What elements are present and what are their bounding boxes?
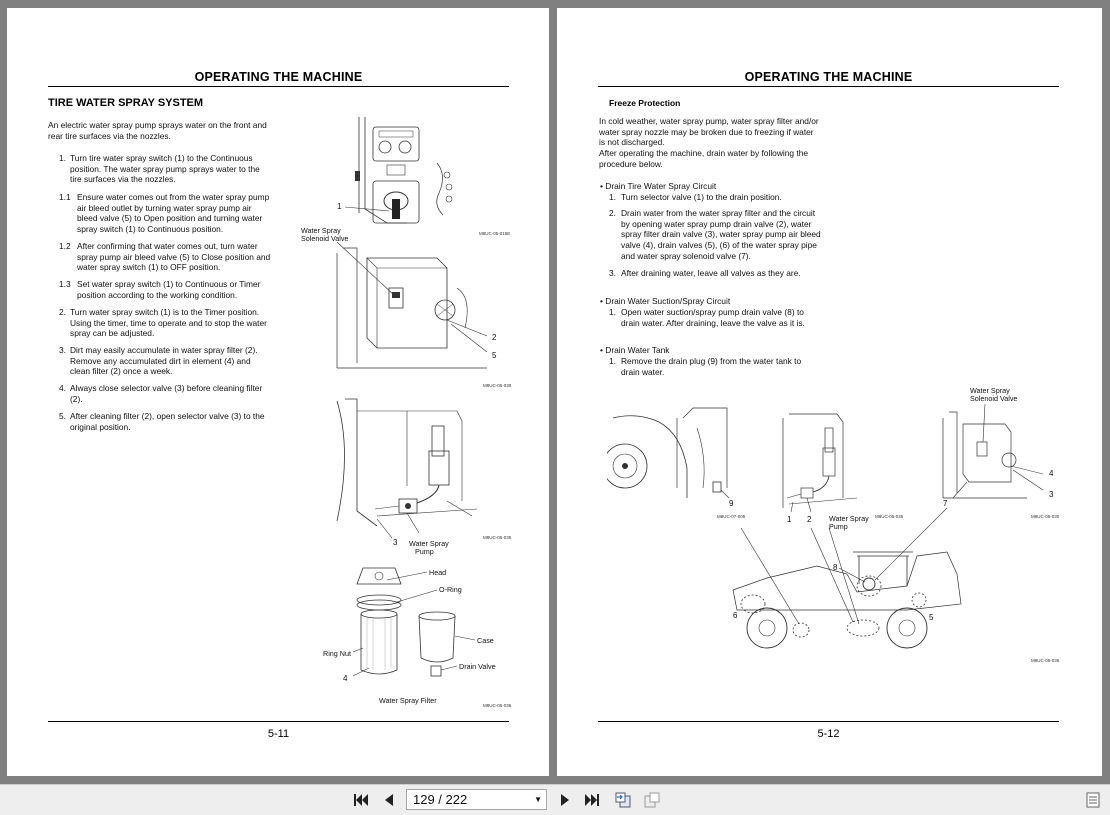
- svg-text:9: 9: [729, 499, 734, 508]
- svg-text:Ring Nut: Ring Nut: [323, 649, 351, 658]
- prev-page-icon[interactable]: [380, 791, 398, 809]
- first-page-icon[interactable]: [352, 791, 370, 809]
- svg-text:M8UC-05-030: M8UC-05-030: [483, 383, 512, 388]
- g1-step-1: 1. Turn selector valve (1) to the drain …: [609, 192, 782, 202]
- svg-text:M8UC-07-005: M8UC-07-005: [717, 514, 746, 519]
- page-header: OPERATING THE MACHINE: [598, 70, 1059, 87]
- svg-text:8: 8: [833, 563, 838, 572]
- svg-text:3: 3: [1049, 490, 1054, 499]
- chevron-down-icon: ▼: [534, 795, 542, 804]
- callout-1: 1: [337, 202, 342, 211]
- svg-text:Water Spray Filter: Water Spray Filter: [379, 696, 437, 705]
- detail-solenoid-valve: Water Spray Solenoid Valve 4 3 7 M8UC-05…: [942, 386, 1060, 519]
- menu-icon[interactable]: [1084, 791, 1102, 809]
- figure-water-filter: Head O-Ring Case Ring Nut 4 Drain Valve …: [323, 567, 512, 708]
- g3-step-1: 1. Remove the drain plug (9) from the wa…: [609, 356, 802, 377]
- intro-paragraph: An electric water spray pump sprays wate…: [48, 120, 267, 141]
- svg-text:5: 5: [492, 351, 497, 360]
- bullet-drain-tire-circuit: • Drain Tire Water Spray Circuit: [600, 181, 717, 191]
- svg-text:M8UC-05-035: M8UC-05-035: [875, 514, 904, 519]
- back-view-icon[interactable]: [614, 791, 632, 809]
- g1-step-3: 3. After draining water, leave all valve…: [609, 268, 801, 278]
- viewer-toolbar: 129 / 222 ▼: [0, 784, 1110, 815]
- detail-pump-drain-valves: 1 2 Water Spray Pump M8UC-05-035: [782, 413, 904, 531]
- detail-tire-drain-plug: 9 M8UC-07-005: [607, 407, 746, 519]
- figure-water-pump: 3 Water Spray Pump M8UC-05-035: [336, 398, 512, 556]
- step-3: 3. Dirt may easily accumulate in water s…: [59, 345, 258, 377]
- svg-text:Water Spray: Water Spray: [970, 386, 1010, 395]
- figure-code: M8UC-05-015E: [479, 231, 510, 236]
- svg-text:Pump: Pump: [415, 547, 434, 556]
- svg-text:Drain Valve: Drain Valve: [459, 662, 496, 671]
- bullet-drain-suction-circuit: • Drain Water Suction/Spray Circuit: [600, 296, 731, 306]
- machine-side-view: 8 6 5 M8UC-05-036: [732, 507, 1060, 663]
- last-page-icon[interactable]: [583, 791, 601, 809]
- intro-paragraph: In cold weather, water spray pump, water…: [599, 116, 819, 169]
- figure-switch-panel: 1 M8UC-05-015E: [337, 117, 510, 236]
- svg-text:Water Spray: Water Spray: [301, 226, 341, 235]
- svg-text:Solenoid Valve: Solenoid Valve: [970, 394, 1017, 403]
- svg-text:5: 5: [929, 613, 934, 622]
- step-1: 1. Turn tire water spray switch (1) to t…: [59, 153, 260, 185]
- svg-text:Head: Head: [429, 568, 446, 577]
- svg-text:2: 2: [492, 333, 497, 342]
- right-page: OPERATING THE MACHINE Freeze Protection …: [557, 8, 1102, 776]
- section-title: TIRE WATER SPRAY SYSTEM: [48, 97, 204, 109]
- left-page: OPERATING THE MACHINE TIRE WATER SPRAY S…: [7, 8, 549, 776]
- step-5: 5. After cleaning filter (2), open selec…: [59, 411, 265, 432]
- svg-text:7: 7: [943, 499, 948, 508]
- g1-step-2: 2. Drain water from the water spray filt…: [609, 208, 821, 261]
- forward-view-icon[interactable]: [643, 791, 661, 809]
- svg-text:Case: Case: [477, 636, 494, 645]
- svg-text:6: 6: [733, 611, 738, 620]
- step-2: 2. Turn water spray switch (1) is to the…: [59, 307, 267, 339]
- figure-solenoid-valve: Water Spray Solenoid Valve 2 5 M8UC-05-0…: [301, 226, 512, 388]
- svg-text:4: 4: [1049, 469, 1054, 478]
- svg-text:2: 2: [807, 515, 812, 524]
- svg-text:M8UC-05-035: M8UC-05-035: [483, 535, 512, 540]
- footer-rule: [48, 721, 509, 722]
- step-1-3: 1.3 Set water spray switch (1) to Contin…: [59, 279, 261, 300]
- svg-text:1: 1: [787, 515, 792, 524]
- footer-rule: [598, 721, 1059, 722]
- svg-text:Water Spray: Water Spray: [829, 514, 869, 523]
- svg-text:M8UC-05-030: M8UC-05-030: [1031, 514, 1060, 519]
- bullet-drain-tank: • Drain Water Tank: [600, 345, 670, 355]
- step-4: 4. Always close selector valve (3) befor…: [59, 383, 263, 404]
- svg-text:4: 4: [343, 674, 348, 683]
- next-page-icon[interactable]: [556, 791, 574, 809]
- page-number: 5-12: [817, 728, 840, 740]
- svg-text:Water Spray: Water Spray: [409, 539, 449, 548]
- page-header: OPERATING THE MACHINE: [48, 70, 509, 87]
- g2-step-1: 1. Open water suction/spray pump drain v…: [609, 307, 805, 328]
- step-1-1: 1.1 Ensure water comes out from the wate…: [59, 192, 270, 235]
- step-1-2: 1.2 After confirming that water comes ou…: [59, 241, 271, 273]
- page-number-select[interactable]: 129 / 222 ▼: [406, 789, 547, 810]
- page-indicator: 129 / 222: [413, 792, 468, 807]
- section-subtitle: Freeze Protection: [609, 98, 681, 108]
- svg-text:Pump: Pump: [829, 522, 848, 531]
- svg-text:M8UC-05-036: M8UC-05-036: [1031, 658, 1060, 663]
- svg-text:M8UC-05-036: M8UC-05-036: [483, 703, 512, 708]
- svg-text:O-Ring: O-Ring: [439, 585, 462, 594]
- svg-text:Solenoid Valve: Solenoid Valve: [301, 234, 348, 243]
- svg-text:3: 3: [393, 538, 398, 547]
- figure-drain-locations: 9 M8UC-07-005 1 2 Water Spray Pump M8UC-…: [607, 386, 1060, 663]
- page-number: 5-11: [267, 728, 290, 740]
